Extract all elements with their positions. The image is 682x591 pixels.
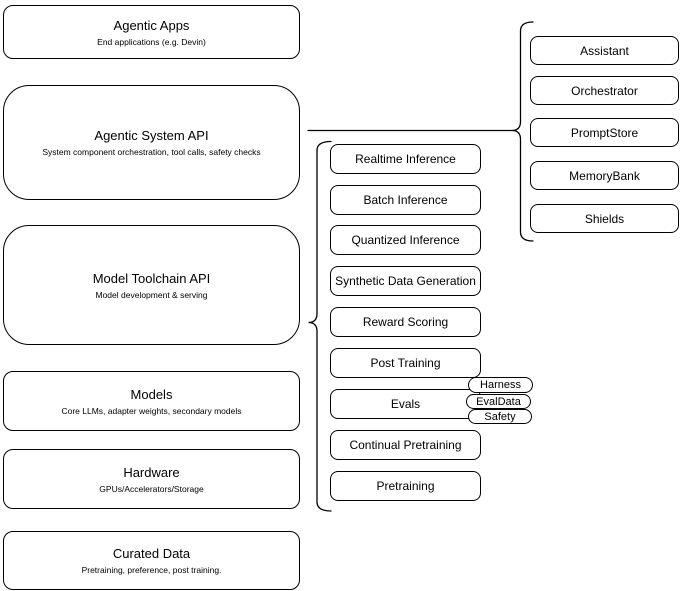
node-hardware: Hardware GPUs/Accelerators/Storage	[3, 449, 300, 509]
node-subtitle: Core LLMs, adapter weights, secondary mo…	[61, 405, 242, 416]
node-shields: Shields	[530, 204, 679, 233]
node-title: Curated Data	[112, 546, 191, 561]
node-continual-pretraining: Continual Pretraining	[330, 430, 481, 460]
node-post-training: Post Training	[330, 348, 481, 378]
node-subtitle: Model development & serving	[95, 289, 208, 300]
node-subtitle: System component orchestration, tool cal…	[42, 147, 261, 157]
node-synthetic-data-generation: Synthetic Data Generation	[330, 266, 481, 296]
node-agentic-system-api: Agentic System API System component orch…	[3, 85, 300, 200]
badge-evaldata: EvalData	[466, 394, 531, 409]
node-model-toolchain-api: Model Toolchain API Model development & …	[3, 225, 300, 345]
node-title: Model Toolchain API	[92, 270, 211, 286]
node-models: Models Core LLMs, adapter weights, secon…	[3, 371, 300, 431]
node-curated-data: Curated Data Pretraining, preference, po…	[3, 531, 300, 590]
node-agentic-apps: Agentic Apps End applications (e.g. Devi…	[3, 5, 300, 59]
node-title: Hardware	[123, 464, 180, 480]
badge-safety: Safety	[468, 409, 532, 424]
node-pretraining: Pretraining	[330, 471, 481, 501]
node-evals: Evals	[330, 389, 481, 419]
node-assistant: Assistant	[530, 36, 679, 65]
node-title: Models	[130, 386, 173, 402]
node-reward-scoring: Reward Scoring	[330, 307, 481, 337]
node-realtime-inference: Realtime Inference	[330, 144, 481, 174]
node-title: Agentic System API	[94, 128, 209, 143]
node-subtitle: GPUs/Accelerators/Storage	[99, 483, 204, 494]
toolchain-bracket	[308, 140, 332, 512]
node-title: Agentic Apps	[113, 17, 190, 33]
node-memorybank: MemoryBank	[530, 161, 679, 190]
node-batch-inference: Batch Inference	[330, 185, 481, 215]
badge-harness: Harness	[468, 377, 533, 393]
node-orchestrator: Orchestrator	[530, 76, 679, 105]
node-subtitle: End applications (e.g. Devin)	[97, 36, 206, 47]
node-promptstore: PromptStore	[530, 118, 679, 147]
node-subtitle: Pretraining, preference, post training.	[81, 565, 222, 575]
node-quantized-inference: Quantized Inference	[330, 225, 481, 255]
